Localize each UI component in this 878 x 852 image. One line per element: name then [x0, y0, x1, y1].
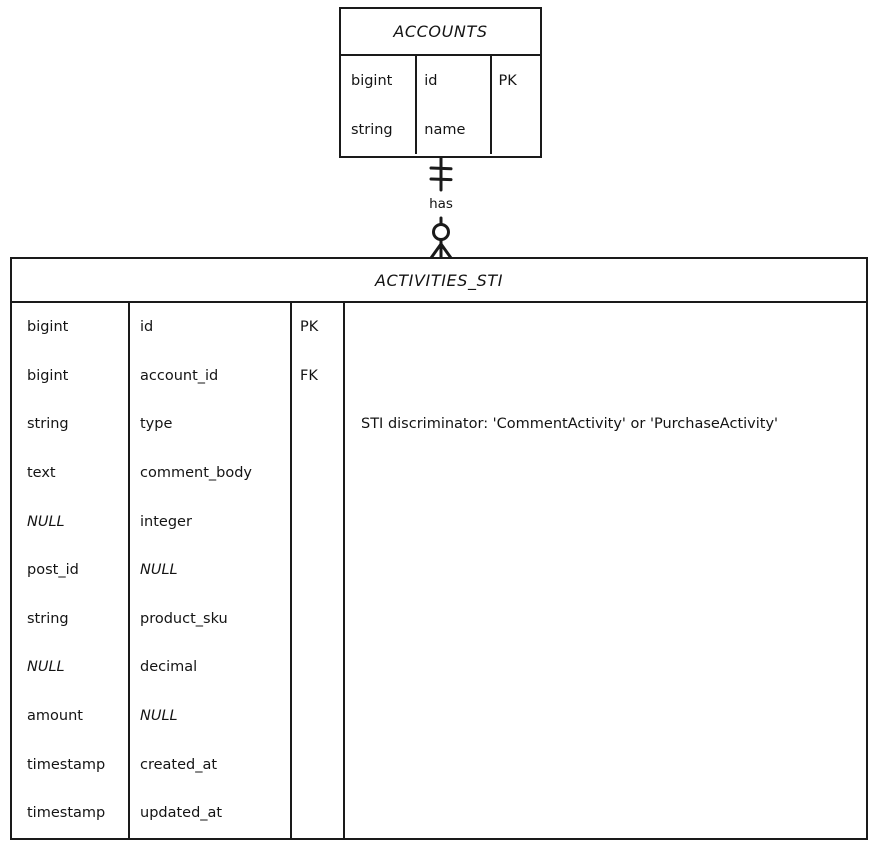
column-key: PK — [300, 319, 319, 336]
table-row: amount NULL — [12, 692, 866, 741]
zero-or-many-marker — [429, 216, 453, 258]
column-comment — [343, 546, 866, 595]
table-row: bigint id PK — [12, 303, 866, 352]
column-comment — [343, 449, 866, 498]
column-type: bigint — [27, 367, 69, 384]
column-attribute: type — [140, 416, 173, 433]
column-comment — [343, 303, 866, 352]
column-type: string — [27, 610, 69, 627]
column-attribute: comment_body — [140, 465, 252, 482]
entity-activities-sti-title: ACTIVITIES_STI — [374, 270, 504, 290]
column-type: string — [351, 121, 393, 138]
column-key — [290, 497, 343, 546]
table-row: string name — [341, 105, 540, 154]
relationship-accounts-activities[interactable]: has — [405, 156, 477, 258]
column-key — [290, 400, 343, 449]
column-divider-3 — [343, 303, 345, 838]
column-key: FK — [300, 367, 318, 384]
column-key — [290, 546, 343, 595]
column-key — [290, 595, 343, 644]
column-attribute: name — [424, 121, 466, 138]
column-key — [290, 692, 343, 741]
column-divider-2 — [490, 56, 492, 154]
column-type: timestamp — [27, 756, 106, 773]
column-attribute: product_sku — [140, 610, 228, 627]
relationship-label: has — [429, 196, 453, 212]
table-row: timestamp created_at — [12, 740, 866, 789]
column-comment — [343, 692, 866, 741]
column-key: PK — [498, 72, 517, 89]
table-row: timestamp updated_at — [12, 789, 866, 838]
column-type: amount — [27, 708, 83, 725]
table-row: NULL integer — [12, 497, 866, 546]
column-comment — [343, 643, 866, 692]
column-comment — [343, 789, 866, 838]
column-comment: STI discriminator: 'CommentActivity' or … — [361, 416, 779, 433]
column-attribute: decimal — [140, 659, 198, 676]
entity-accounts-header: ACCOUNTS — [341, 9, 540, 56]
column-key — [290, 449, 343, 498]
column-type: post_id — [27, 562, 79, 579]
entity-accounts-title: ACCOUNTS — [393, 22, 488, 41]
column-attribute: created_at — [140, 756, 218, 773]
exactly-one-marker — [429, 156, 453, 192]
column-type: bigint — [351, 72, 393, 89]
column-comment — [343, 740, 866, 789]
entity-activities-sti-body: bigint id PK bigint account_id FK string… — [12, 303, 866, 838]
column-attribute: id — [424, 72, 438, 89]
entity-activities-sti[interactable]: ACTIVITIES_STI bigint id PK bigint accou… — [10, 257, 868, 840]
table-row: text comment_body — [12, 449, 866, 498]
column-attribute: updated_at — [140, 805, 223, 822]
column-comment — [343, 497, 866, 546]
entity-activities-sti-header: ACTIVITIES_STI — [12, 259, 866, 303]
column-attribute: account_id — [140, 367, 219, 384]
column-key — [488, 105, 540, 154]
column-type: string — [27, 416, 69, 433]
column-attribute: NULL — [140, 708, 178, 725]
column-comment — [343, 595, 866, 644]
column-key — [290, 740, 343, 789]
table-row: string product_sku — [12, 595, 866, 644]
column-comment — [343, 352, 866, 401]
column-type: text — [27, 465, 56, 482]
table-row: NULL decimal — [12, 643, 866, 692]
column-divider-1 — [128, 303, 130, 838]
column-attribute: integer — [140, 513, 192, 530]
table-row: bigint id PK — [341, 56, 540, 105]
table-row: post_id NULL — [12, 546, 866, 595]
entity-accounts[interactable]: ACCOUNTS bigint id PK string name — [339, 7, 542, 158]
column-attribute: id — [140, 319, 154, 336]
table-row: string type STI discriminator: 'CommentA… — [12, 400, 866, 449]
column-divider-1 — [415, 56, 417, 154]
column-type: bigint — [27, 319, 69, 336]
column-key — [290, 643, 343, 692]
column-attribute: NULL — [140, 562, 178, 579]
table-row: bigint account_id FK — [12, 352, 866, 401]
column-type: NULL — [27, 659, 65, 676]
column-type: timestamp — [27, 805, 106, 822]
column-type: NULL — [27, 513, 65, 530]
column-key — [290, 789, 343, 838]
relationship-connector-svg — [429, 156, 453, 258]
entity-accounts-body: bigint id PK string name — [341, 56, 540, 154]
column-divider-2 — [290, 303, 292, 838]
